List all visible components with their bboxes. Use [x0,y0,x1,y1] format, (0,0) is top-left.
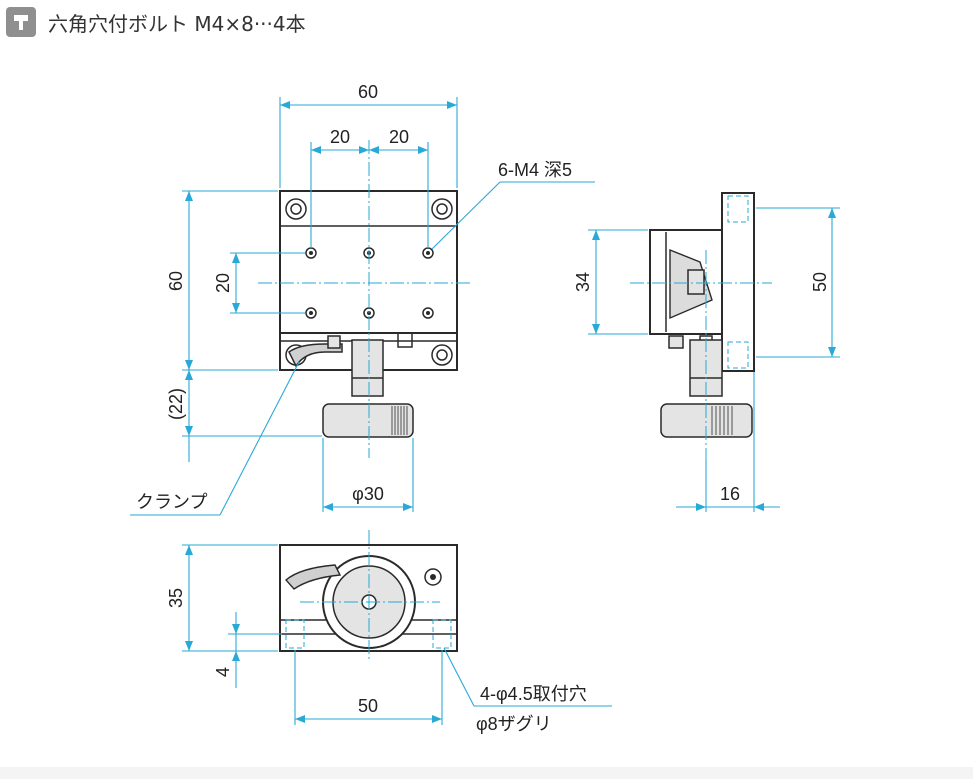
side-base [721,192,755,372]
header-title: 六角穴付ボルト M4×8···4本 [48,11,306,36]
top-view [258,140,470,458]
top-view-dimensions [130,97,595,516]
dim-front-4: 4 [213,667,233,677]
dim-top-width: 60 [358,82,378,102]
clamp-lever [288,343,343,368]
dim-hole-pitch-right: 20 [389,127,409,147]
labels: 60 20 20 6-M4 深5 60 20 (22) クランプ φ30 34 … [136,82,830,734]
dim-side-34: 34 [573,272,593,292]
front-clamp-lever [285,564,342,590]
label-mount-holes: 4-φ4.5取付穴 [480,684,587,704]
knob-stem [351,339,384,397]
bottom-band [0,767,973,779]
dim-front-35: 35 [166,588,186,608]
label-tapped-holes: 6-M4 深5 [498,160,572,180]
dim-hole-pitch-left: 20 [330,127,350,147]
front-view-dimensions [182,544,612,725]
knob [322,403,414,438]
dim-knob-height: (22) [166,388,186,420]
label-counterbore: φ8ザグリ [476,714,552,734]
dim-side-height: 60 [166,271,186,291]
dim-side-50: 50 [810,272,830,292]
dim-knob-diameter: φ30 [352,484,384,504]
header: 六角穴付ボルト M4×8···4本 [6,6,306,38]
dim-hole-pitch-vertical: 20 [213,273,233,293]
front-view [279,530,458,662]
dim-front-50: 50 [358,696,378,716]
label-clamp: クランプ [136,492,207,512]
side-view [630,192,772,460]
dim-side-16: 16 [720,484,740,504]
hex-bolt-icon [6,7,36,37]
clamp-nut [327,335,341,349]
side-view-dimensions [588,207,840,512]
